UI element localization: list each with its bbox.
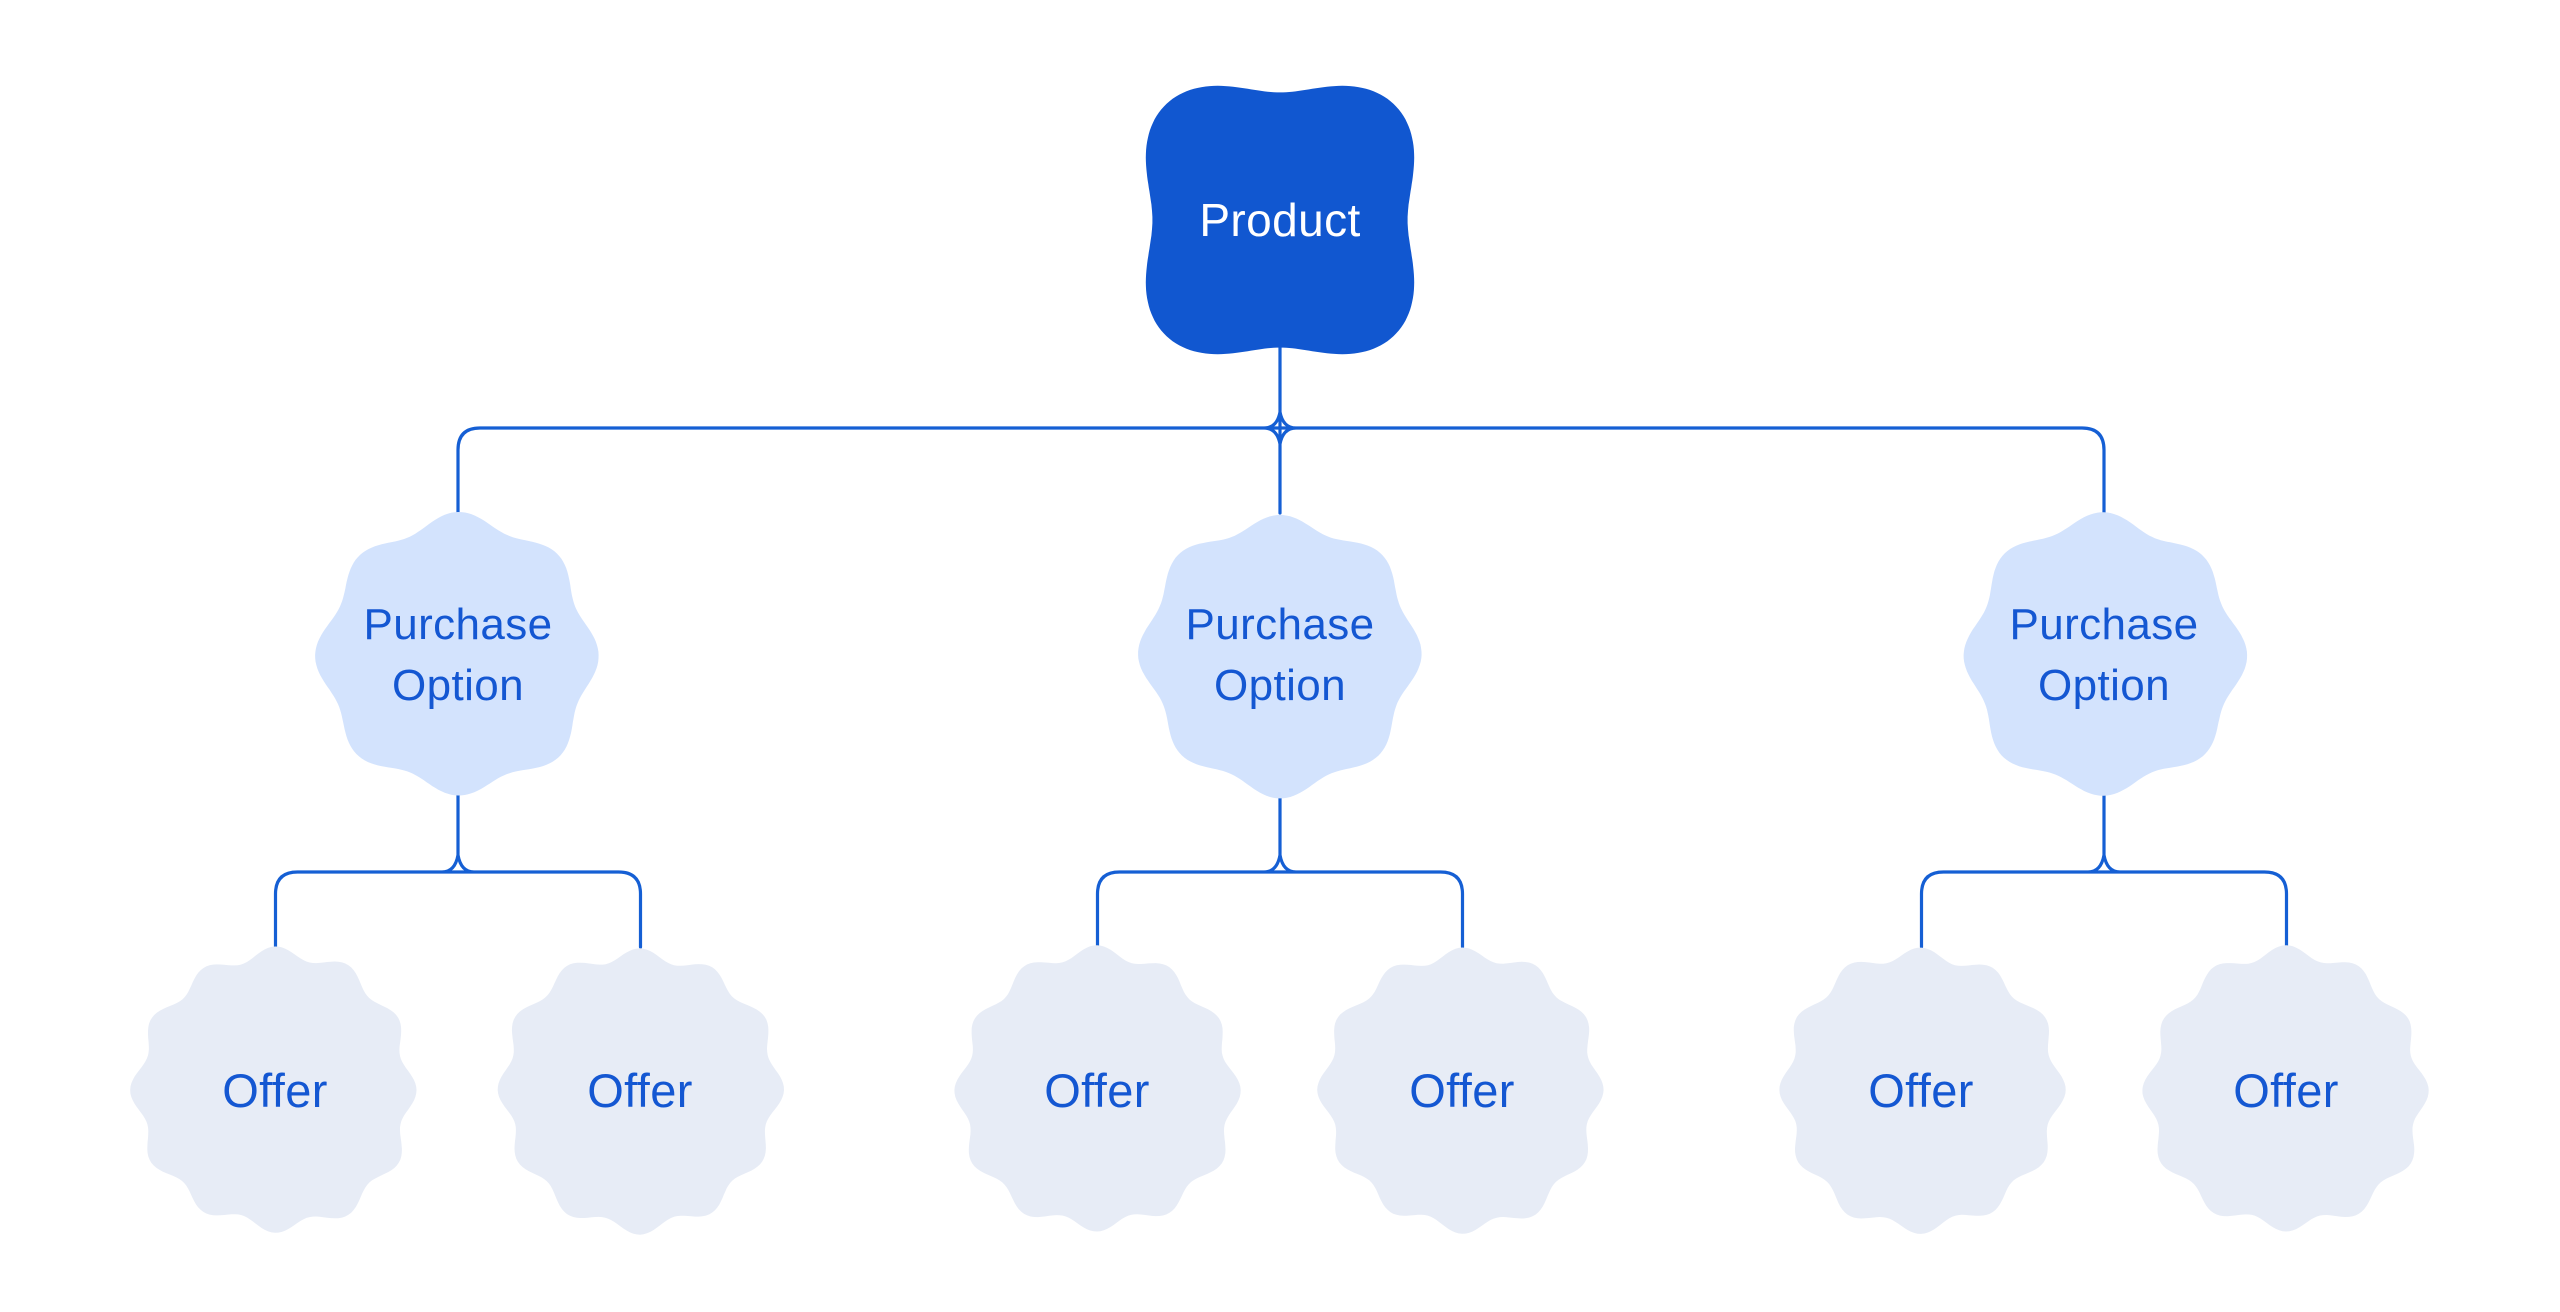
offer-blob-shape	[497, 948, 784, 1235]
node-offer-6: Offer	[2116, 920, 2456, 1260]
node-offer-4-label: Offer	[1409, 1063, 1515, 1117]
node-offer-3-label: Offer	[1044, 1063, 1150, 1117]
node-offer-5: Offer	[1751, 920, 2091, 1260]
purchase-option-blob-shape	[1963, 512, 2248, 796]
node-offer-1-label: Offer	[222, 1063, 328, 1117]
offer-blob-shape	[1317, 947, 1604, 1234]
node-purchase-option-2-label: Purchase Option	[1185, 600, 1375, 710]
node-product-label: Product	[1199, 194, 1361, 246]
purchase-option-blob-shape	[1138, 514, 1422, 799]
node-product: Product	[1110, 50, 1450, 390]
connector-path	[273, 342, 2289, 949]
node-offer-4: Offer	[1292, 920, 1632, 1260]
node-offer-2: Offer	[470, 920, 810, 1260]
node-offer-6-label: Offer	[2233, 1063, 2339, 1117]
offer-blob-shape	[2142, 945, 2429, 1232]
offer-blob-shape	[954, 945, 1241, 1232]
node-offer-3: Offer	[927, 920, 1267, 1260]
offer-blob-shape	[1779, 947, 2066, 1234]
node-purchase-option-1: Purchase Option	[288, 485, 628, 825]
node-purchase-option-3: Purchase Option	[1934, 485, 2274, 825]
node-offer-2-label: Offer	[587, 1063, 693, 1117]
node-purchase-option-1-label: Purchase Option	[363, 600, 553, 710]
node-offer-5-label: Offer	[1868, 1063, 1974, 1117]
offer-blob-shape	[130, 946, 417, 1233]
node-offer-1: Offer	[105, 920, 445, 1260]
purchase-option-blob-shape	[315, 512, 599, 796]
node-purchase-option-2: Purchase Option	[1110, 485, 1450, 825]
node-purchase-option-3-label: Purchase Option	[2009, 600, 2199, 710]
product-blob-shape	[1145, 85, 1415, 355]
